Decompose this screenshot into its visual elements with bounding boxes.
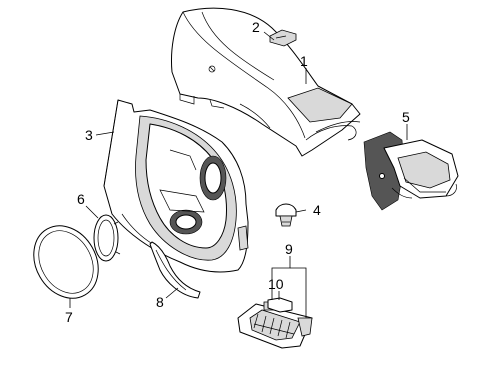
callout-7: 7 xyxy=(65,309,73,325)
part-3-lower-panel xyxy=(103,99,249,273)
callout-4: 4 xyxy=(313,202,321,218)
part-5-side-bracket xyxy=(363,131,459,211)
callout-9: 9 xyxy=(285,241,293,257)
callout-10: 10 xyxy=(268,276,284,292)
callout-5: 5 xyxy=(402,109,410,125)
callout-3: 3 xyxy=(85,127,93,143)
part-4-push-clip xyxy=(275,203,297,227)
callout-2: 2 xyxy=(252,19,260,35)
part-10-vent-clip xyxy=(263,297,293,313)
leader-lines xyxy=(69,31,408,318)
part-7-lens xyxy=(33,225,99,299)
callout-labels: 1 2 3 4 5 6 7 8 9 10 xyxy=(65,19,410,325)
part-9-vent xyxy=(237,303,313,349)
part-6-ring-bezel xyxy=(93,214,121,262)
callout-6: 6 xyxy=(77,191,85,207)
part-1-upper-panel xyxy=(171,7,361,157)
part-2-clip xyxy=(269,29,297,47)
callout-8: 8 xyxy=(156,294,164,310)
part-8-trim-strip xyxy=(149,241,201,299)
callout-1: 1 xyxy=(300,53,308,69)
